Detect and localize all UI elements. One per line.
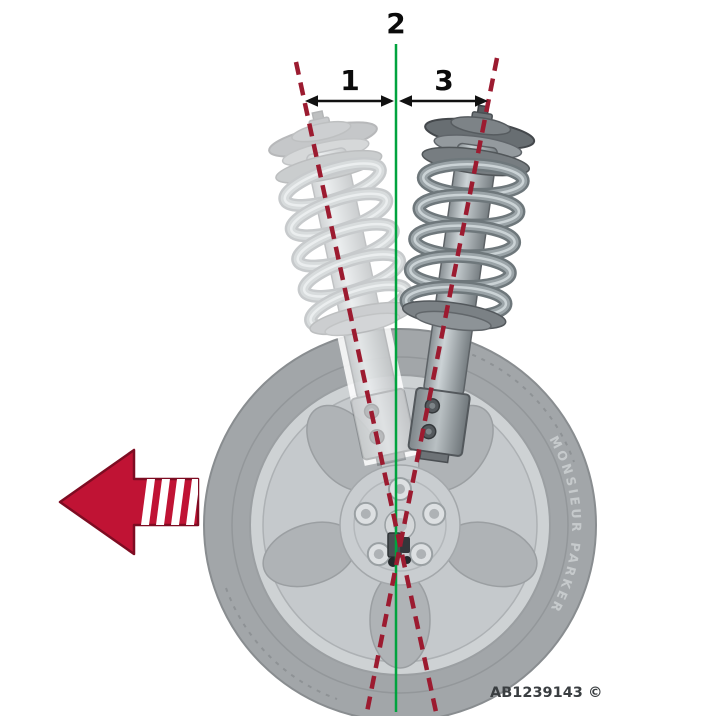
- lug-inner: [373, 549, 384, 560]
- steering-axis-previous: [293, 61, 439, 713]
- arrowhead-left: [399, 95, 412, 107]
- arrow-stripe: [156, 479, 170, 525]
- wheel: MONSIEUR PARKER: [203, 328, 597, 716]
- direction-arrow: [58, 448, 200, 556]
- steering-axis-current: [364, 57, 500, 713]
- label-right-offset: 3: [434, 64, 453, 97]
- lug-hole: [388, 477, 412, 501]
- lug-hole: [422, 501, 447, 526]
- dimension-arrow-left: [305, 95, 394, 107]
- lug-hole: [409, 542, 434, 567]
- direction-arrow-stripes: [141, 479, 198, 525]
- arrow-stripe: [141, 479, 155, 525]
- label-left-offset: 1: [340, 64, 359, 97]
- spoke-window: [369, 571, 431, 669]
- lug-inner: [429, 508, 440, 519]
- label-center-axis: 2: [386, 7, 405, 40]
- reference-code: AB1239143 ©: [490, 685, 602, 701]
- arrow-stripe: [171, 479, 185, 525]
- tire-sidewall-line: [231, 356, 569, 694]
- tire-tread-arc: [225, 587, 338, 700]
- lug-inner: [395, 484, 405, 494]
- tire-tread-arc: [462, 350, 575, 463]
- lug-hole: [366, 542, 391, 567]
- previous-strut-ghost: [262, 100, 446, 473]
- lug-inner: [360, 508, 371, 519]
- direction-arrow-shape: [58, 448, 200, 556]
- arrowhead-right: [381, 95, 394, 107]
- arrowhead-left: [305, 95, 318, 107]
- lug-hole: [353, 501, 378, 526]
- lug-inner: [416, 549, 427, 560]
- dimension-arrow-right: [399, 95, 488, 107]
- arrow-stripe: [186, 479, 198, 525]
- arrowhead-right: [475, 95, 488, 107]
